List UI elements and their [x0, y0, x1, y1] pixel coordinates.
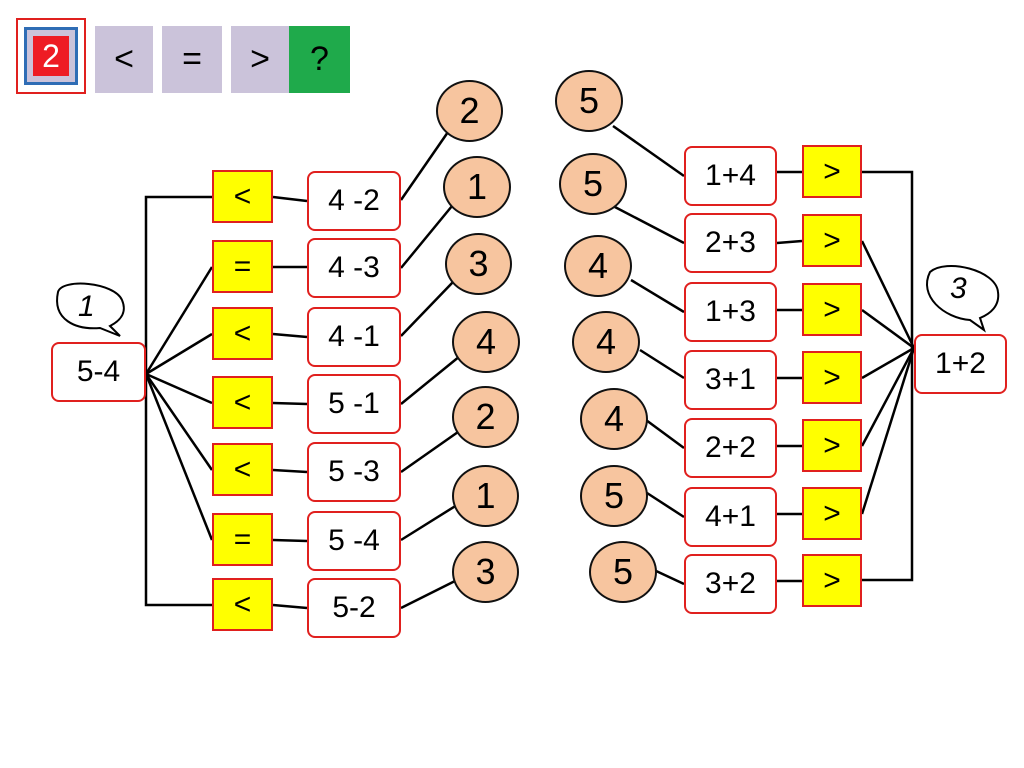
less-than-button[interactable]: <: [95, 26, 153, 93]
left-expr-6[interactable]: 5 -4: [307, 511, 401, 571]
right-answer-2[interactable]: 5: [559, 153, 627, 215]
right-expr-6[interactable]: 4+1: [684, 487, 777, 547]
right-sign-2[interactable]: >: [802, 214, 862, 267]
right-expr-4[interactable]: 3+1: [684, 350, 777, 410]
left-answer-7[interactable]: 3: [452, 541, 519, 603]
right-answer-7[interactable]: 5: [589, 541, 657, 603]
level-number: 2: [33, 36, 69, 76]
left-expr-4[interactable]: 5 -1: [307, 374, 401, 434]
right-expr-2[interactable]: 2+3: [684, 213, 777, 273]
left-answer-5[interactable]: 2: [452, 386, 519, 448]
right-bubble-shape: [926, 264, 1000, 333]
right-answer-4[interactable]: 4: [572, 311, 640, 373]
left-answer-2[interactable]: 1: [443, 156, 511, 218]
left-expr-5[interactable]: 5 -3: [307, 442, 401, 502]
left-source-expression[interactable]: 5-4: [51, 342, 146, 402]
right-sign-7[interactable]: >: [802, 554, 862, 607]
left-answer-4[interactable]: 4: [452, 311, 520, 373]
left-answer-1[interactable]: 2: [436, 80, 503, 142]
left-bubble-shape: [56, 282, 125, 337]
left-answer-6[interactable]: 1: [452, 465, 519, 527]
right-expr-7[interactable]: 3+2: [684, 554, 777, 614]
left-sign-3[interactable]: <: [212, 307, 273, 360]
right-expr-3[interactable]: 1+3: [684, 282, 777, 342]
right-sign-6[interactable]: >: [802, 487, 862, 540]
help-button[interactable]: ?: [289, 26, 350, 93]
left-expr-2[interactable]: 4 -3: [307, 238, 401, 298]
right-sign-3[interactable]: >: [802, 283, 862, 336]
left-sign-4[interactable]: <: [212, 376, 273, 429]
right-sign-5[interactable]: >: [802, 419, 862, 472]
left-sign-2[interactable]: =: [212, 240, 273, 293]
level-indicator[interactable]: 2: [16, 18, 86, 94]
left-expr-1[interactable]: 4 -2: [307, 171, 401, 231]
left-expr-7[interactable]: 5-2: [307, 578, 401, 638]
left-sign-5[interactable]: <: [212, 443, 273, 496]
right-answer-6[interactable]: 5: [580, 465, 648, 527]
right-bubble-label: 3: [950, 272, 967, 305]
left-sign-6[interactable]: =: [212, 513, 273, 566]
left-answer-3[interactable]: 3: [445, 233, 512, 295]
right-expr-5[interactable]: 2+2: [684, 418, 777, 478]
left-sign-1[interactable]: <: [212, 170, 273, 223]
equals-button[interactable]: =: [162, 26, 222, 93]
right-answer-5[interactable]: 4: [580, 388, 648, 450]
left-sign-7[interactable]: <: [212, 578, 273, 631]
right-sign-1[interactable]: >: [802, 145, 862, 198]
left-bubble-label: 1: [78, 290, 95, 323]
greater-than-button[interactable]: >: [231, 26, 289, 93]
left-expr-3[interactable]: 4 -1: [307, 307, 401, 367]
right-sign-4[interactable]: >: [802, 351, 862, 404]
right-answer-1[interactable]: 5: [555, 70, 623, 132]
right-expr-1[interactable]: 1+4: [684, 146, 777, 206]
right-answer-3[interactable]: 4: [564, 235, 632, 297]
right-source-expression[interactable]: 1+2: [914, 334, 1007, 394]
